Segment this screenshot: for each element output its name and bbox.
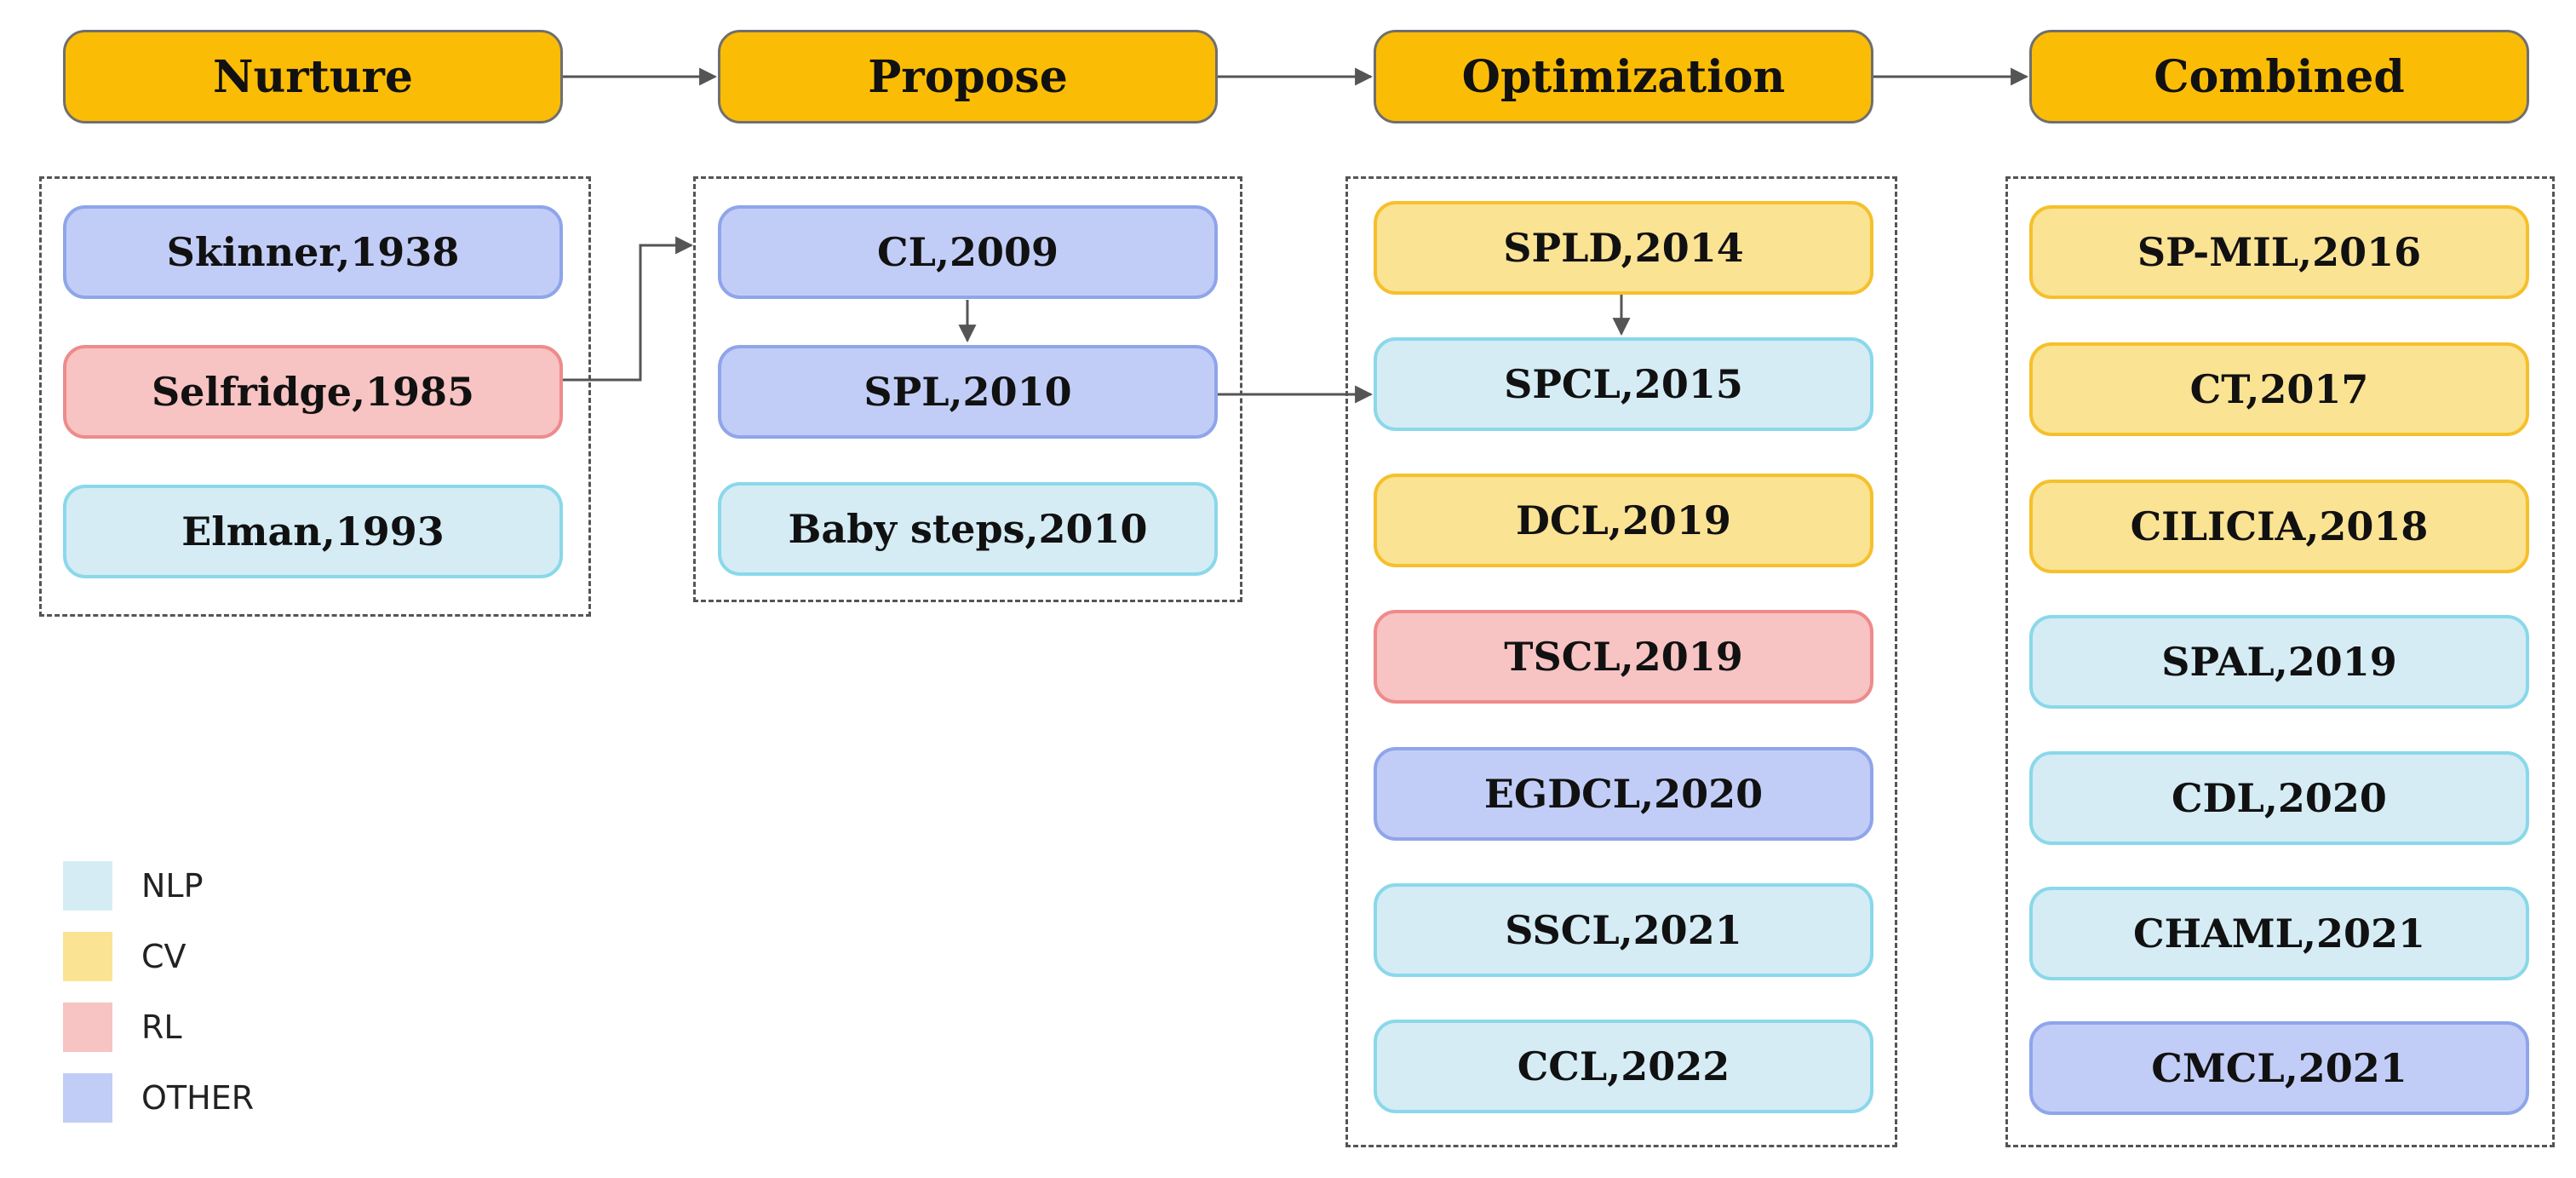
legend-swatch-rl	[63, 1003, 112, 1052]
stage-combined: Combined	[2029, 30, 2529, 124]
legend-label-other: OTHER	[141, 1079, 255, 1117]
method-chaml: CHAML,2021	[2029, 887, 2529, 980]
method-elman: Elman,1993	[63, 485, 563, 578]
legend-swatch-nlp	[63, 861, 112, 911]
arrow-selfridge-propose	[562, 236, 694, 382]
method-spl: SPL,2010	[718, 345, 1218, 439]
method-egdcl: EGDCL,2020	[1374, 747, 1873, 841]
legend-nlp: NLP	[63, 861, 204, 911]
method-baby-steps: Baby steps,2010	[718, 482, 1218, 576]
method-spcl: SPCL,2015	[1374, 337, 1873, 431]
method-ccl: CCL,2022	[1374, 1020, 1873, 1113]
stage-propose: Propose	[718, 30, 1218, 124]
method-skinner: Skinner,1938	[63, 205, 563, 299]
method-spal: SPAL,2019	[2029, 615, 2529, 709]
method-spld: SPLD,2014	[1374, 201, 1873, 295]
legend-label-nlp: NLP	[141, 867, 204, 905]
method-sscl: SSCL,2021	[1374, 883, 1873, 977]
method-ct: CT,2017	[2029, 342, 2529, 436]
stage-nurture: Nurture	[63, 30, 563, 124]
method-dcl: DCL,2019	[1374, 474, 1873, 567]
legend-label-rl: RL	[141, 1008, 182, 1046]
group-nurture	[39, 176, 591, 617]
method-cmcl: CMCL,2021	[2029, 1021, 2529, 1115]
legend-swatch-cv	[63, 932, 112, 981]
method-cdl: CDL,2020	[2029, 751, 2529, 845]
group-propose	[693, 176, 1242, 602]
method-cilicia: CILICIA,2018	[2029, 480, 2529, 573]
legend-other: OTHER	[63, 1073, 254, 1123]
legend-rl: RL	[63, 1003, 182, 1052]
method-cl: CL,2009	[718, 205, 1218, 299]
method-selfridge: Selfridge,1985	[63, 345, 563, 439]
method-sp-mil: SP-MIL,2016	[2029, 205, 2529, 299]
legend-cv: CV	[63, 932, 186, 981]
group-combined	[2005, 176, 2555, 1147]
group-optimization	[1345, 176, 1897, 1147]
method-tscl: TSCL,2019	[1374, 610, 1873, 704]
legend-label-cv: CV	[141, 938, 186, 975]
legend-swatch-other	[63, 1073, 112, 1123]
stage-optimization: Optimization	[1374, 30, 1873, 124]
